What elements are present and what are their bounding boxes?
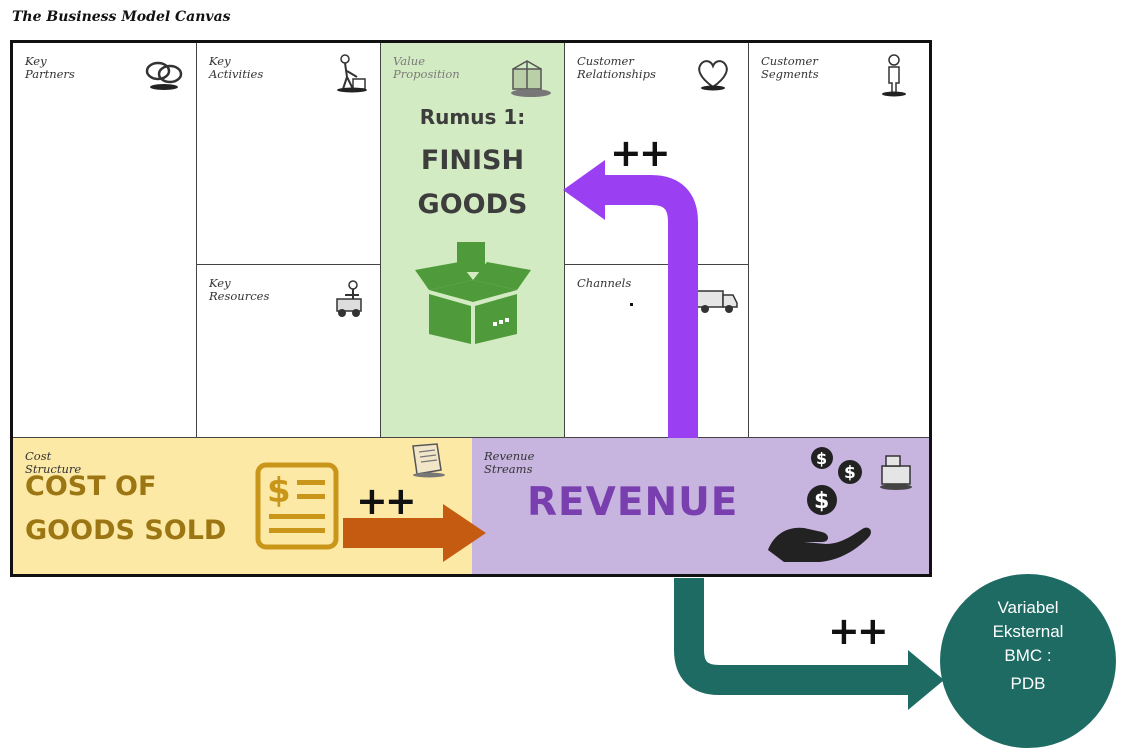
canvas-title: The Business Model Canvas (12, 9, 231, 25)
key-resources-cell: Key Resources (197, 265, 381, 438)
key-partners-cell: Key Partners (13, 43, 197, 438)
svg-text:$: $ (816, 449, 827, 468)
plus-label-bottom: ++ (828, 609, 889, 653)
external-variable-line1: Variabel (997, 598, 1059, 617)
receipt-icon (412, 443, 445, 478)
customer-segments-label: Customer Segments (761, 54, 819, 81)
chain-links-icon (145, 61, 183, 90)
finish-goods-text: FINISH GOODS (381, 139, 564, 227)
external-variable-circle: Variabel Eksternal BMC : PDB (940, 574, 1116, 748)
channels-label: Channels (577, 276, 632, 290)
external-variable-line3: BMC : (1004, 646, 1052, 665)
heart-icon (698, 60, 728, 91)
cogs-line2: GOODS SOLD (25, 515, 227, 546)
gift-box-icon (511, 60, 551, 97)
cost-structure-label: Cost Structure (25, 449, 82, 476)
svg-text:$: $ (814, 489, 829, 514)
customer-relationships-cell: Customer Relationships (565, 43, 749, 265)
cash-register-icon (880, 455, 912, 490)
key-resources-label: Key Resources (209, 276, 270, 303)
channels-dot (630, 303, 633, 306)
external-variable-line2: Eksternal (992, 622, 1064, 641)
open-box-icon (415, 242, 531, 344)
finish-goods-line1: FINISH (420, 145, 525, 176)
cost-of-goods-sold-text: COST OF GOODS SOLD (25, 465, 226, 553)
external-variable-line4: PDB (1010, 674, 1046, 693)
customer-relationships-label: Customer Relationships (577, 54, 656, 81)
revenue-streams-label: Revenue Streams (484, 449, 535, 476)
cost-structure-cell: Cost Structure COST OF GOODS SOLD $ (13, 438, 472, 574)
plus-label-top: ++ (610, 131, 671, 175)
svg-text:$: $ (267, 471, 291, 511)
business-model-canvas: Key Partners Key Activities Key Resource… (10, 40, 932, 577)
value-proposition-formula-label: Rumus 1: (419, 105, 526, 129)
cogs-line1: COST OF (25, 471, 157, 502)
channels-cell: Channels (565, 265, 749, 438)
invoice-icon: $ (255, 462, 339, 550)
svg-text:$: $ (844, 463, 856, 483)
truck-icon (696, 290, 738, 313)
worker-icon (337, 54, 367, 93)
key-activities-label: Key Activities (209, 54, 264, 81)
money-hand-icon: $ $ $ (768, 447, 871, 562)
revenue-text: REVENUE (527, 480, 739, 525)
person-icon (882, 54, 906, 97)
plus-label-middle: ++ (356, 479, 417, 523)
key-partners-label: Key Partners (25, 54, 75, 81)
customer-segments-cell: Customer Segments (749, 43, 929, 438)
forklift-icon (336, 280, 362, 317)
key-activities-cell: Key Activities (197, 43, 381, 265)
finish-goods-line2: GOODS (417, 189, 528, 220)
value-proposition-cell: Value Proposition Rumus 1: FINISH GOODS (381, 43, 565, 438)
revenue-streams-cell: Revenue Streams REVENUE $ $ $ (472, 438, 929, 574)
value-proposition-label: Value Proposition (393, 54, 460, 81)
